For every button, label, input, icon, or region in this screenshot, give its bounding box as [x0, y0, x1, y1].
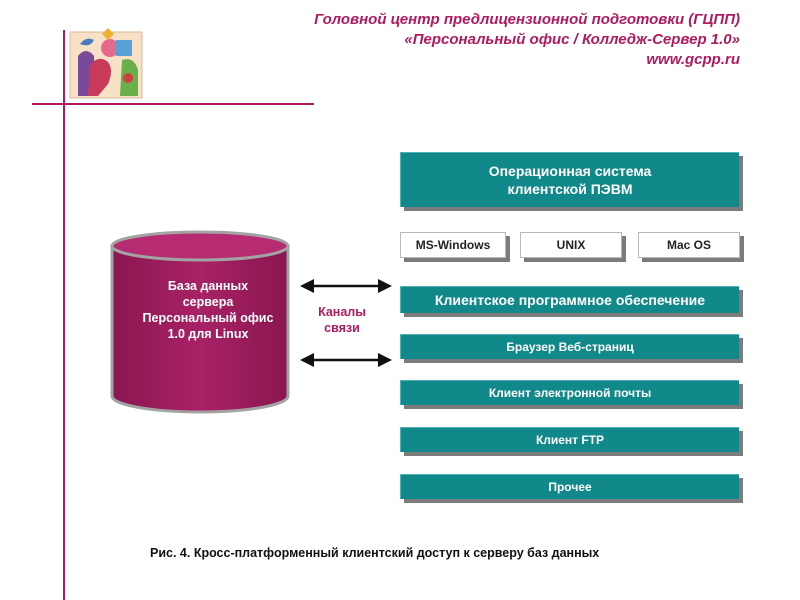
- figure-caption: Рис. 4. Кросс-платформенный клиентский д…: [150, 546, 600, 560]
- database-label-line4: 1.0 для Linux: [167, 327, 249, 341]
- os-box-line2: клиентской ПЭВМ: [507, 181, 633, 197]
- channels-label-line1: Каналы: [318, 305, 366, 319]
- header-title: Головной центр предлицензионной подготов…: [314, 11, 740, 28]
- header-website: www.gcpp.ru: [646, 51, 740, 68]
- client-item-browser: Браузер Веб-страниц: [400, 334, 739, 359]
- client-item-email: Клиент электронной почты: [400, 380, 739, 405]
- header-subtitle: «Персональный офис / Колледж-Сервер 1.0»: [404, 31, 740, 48]
- client-item-other: Прочее: [400, 474, 739, 499]
- logo-image: [68, 26, 150, 102]
- database-label-line1: База данных: [167, 279, 249, 293]
- os-item-unix: UNIX: [520, 232, 622, 258]
- bottom-arrow: [300, 350, 392, 375]
- vertical-divider: [63, 30, 65, 600]
- os-box: Операционная система клиентской ПЭВМ: [400, 152, 739, 207]
- header-block: Головной центр предлицензионной подготов…: [180, 10, 740, 70]
- database-label-line3: Персональный офис: [142, 311, 274, 325]
- database-label: База данных сервера Персональный офис 1.…: [118, 278, 298, 342]
- channels-label: Каналы связи: [312, 304, 372, 336]
- os-box-line1: Операционная система: [488, 163, 652, 179]
- horizontal-divider: [32, 103, 314, 105]
- os-item-mac-os: Mac OS: [638, 232, 740, 258]
- channels-label-line2: связи: [324, 321, 360, 335]
- top-arrow: [300, 276, 392, 301]
- client-software-header: Клиентское программное обеспечение: [400, 286, 739, 313]
- client-item-ftp: Клиент FTP: [400, 427, 739, 452]
- database-cylinder: [110, 230, 310, 425]
- os-item-ms-windows: MS-Windows: [400, 232, 506, 258]
- database-label-line2: сервера: [182, 295, 234, 309]
